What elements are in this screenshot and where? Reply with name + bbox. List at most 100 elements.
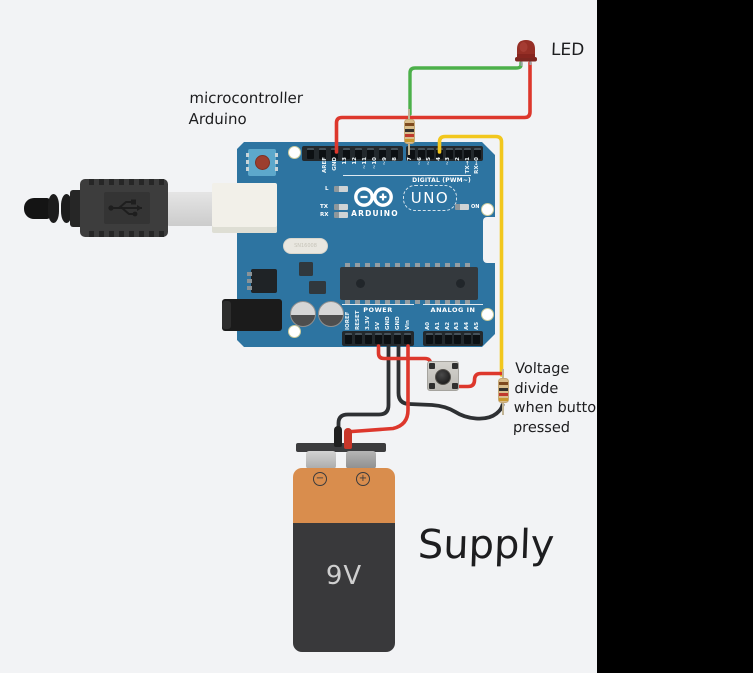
header-pin[interactable] [367,148,374,159]
board-edge-notch [483,217,496,263]
button-pin [452,363,458,369]
header-pin[interactable] [379,148,386,159]
uno-model-badge: UNO [403,185,457,211]
header-pin[interactable] [454,148,462,159]
note-supply: Supply [417,522,556,568]
header-pin[interactable] [444,333,452,344]
reset-pin [246,160,249,164]
usb-symbol-panel [104,192,150,224]
header-pin[interactable] [331,148,338,159]
chip-dot [455,278,465,288]
header-pin[interactable] [394,333,402,344]
resistor-led[interactable] [402,109,416,155]
resistor-band-brown [404,123,414,127]
header-pin[interactable] [445,148,453,159]
capacitor[interactable] [318,301,344,327]
tiny-chip[interactable] [309,281,326,294]
battery-voltage-label: 9V [325,561,363,591]
led-l-label: L [325,186,329,192]
header-pin[interactable] [307,148,314,159]
power-on-indicator [455,204,469,210]
battery-9v[interactable]: − + 9V [293,468,395,652]
header-pin[interactable] [425,333,433,344]
note-voltage-line1: Voltage [514,361,570,377]
header-pin[interactable] [435,333,443,344]
header-pin[interactable] [384,333,392,344]
power-header[interactable] [342,331,414,346]
crystal-oscillator[interactable]: SN16008 [283,238,328,254]
power-on-label: ON [471,204,480,210]
header-pin[interactable] [473,148,481,159]
header-pin[interactable] [426,148,434,159]
usb-socket[interactable] [212,183,277,233]
digital-header-left[interactable] [302,146,403,161]
reset-button[interactable] [246,149,278,176]
header-pin[interactable] [473,333,481,344]
wire-red-button-to-divider[interactable] [453,371,503,389]
header-pin[interactable] [374,333,382,344]
usb-icon [108,199,142,217]
reset-pin [275,167,278,171]
uno-model-text: UNO [410,189,450,207]
button-cap[interactable] [435,368,451,385]
resistor-band-black [404,128,414,132]
header-pin[interactable] [364,333,372,344]
usb-cable-tip[interactable] [24,198,50,219]
wire-black-gnd-to-resistor[interactable] [396,344,505,421]
battery-plus-mark: + [356,472,370,486]
header-pin[interactable] [417,148,425,159]
reset-cap[interactable] [254,155,270,170]
wire-red-vin-to-battery[interactable] [350,344,410,434]
resistor-band-gold [498,398,508,402]
resistor-band-gold [404,139,414,143]
right-panel-black [597,0,753,673]
atmega-chip[interactable] [340,263,478,304]
voltage-regulator[interactable] [247,269,277,293]
header-pin[interactable] [463,333,471,344]
mounting-hole [287,324,301,338]
led-rx-label: RX [320,212,329,218]
small-chip[interactable] [299,262,313,276]
battery-plug-red[interactable] [344,428,352,449]
led-l-indicator [334,186,348,192]
reset-pin [246,167,249,171]
analog-header[interactable] [423,331,483,346]
wire-red-5v-to-button[interactable] [376,344,433,370]
chip-dot [355,278,365,288]
mounting-hole [287,145,301,159]
wire-black-gnd-to-battery[interactable] [336,344,391,433]
header-pin[interactable] [391,148,398,159]
pushbutton[interactable] [427,361,459,391]
header-pin[interactable] [343,148,350,159]
header-pin[interactable] [404,333,412,344]
power-jack[interactable] [222,299,282,331]
header-pin[interactable] [354,333,362,344]
resistor-band-brown [498,382,508,386]
header-pin[interactable] [319,148,326,159]
header-pin[interactable] [408,148,416,159]
digital-section-label: DIGITAL (PWM~) [343,175,471,184]
reset-pin [275,153,278,157]
led-tx-indicator [334,204,348,210]
resistor-voltage-divider[interactable] [496,369,510,415]
capacitor[interactable] [290,301,316,327]
header-pin[interactable] [344,333,352,344]
mounting-hole [480,202,494,216]
reset-pin [275,160,278,164]
power-section-label: POWER [342,304,414,314]
wire-red-led-to-gnd[interactable] [334,61,532,154]
led-red[interactable] [512,35,542,69]
header-pin[interactable] [464,148,472,159]
digital-header-right[interactable] [406,146,483,161]
header-pin[interactable] [454,333,462,344]
header-pin[interactable] [355,148,362,159]
power-jack-cap [222,301,231,329]
resistor-band-black [498,387,508,391]
wire-green-led-to-resistor[interactable] [408,61,523,116]
battery-plug-black[interactable] [334,426,342,447]
usb-plug-body[interactable] [80,179,168,237]
regulator-pin [247,286,252,290]
reset-pin [246,153,249,157]
wire-yellow-pin4-to-divider[interactable] [437,134,504,377]
